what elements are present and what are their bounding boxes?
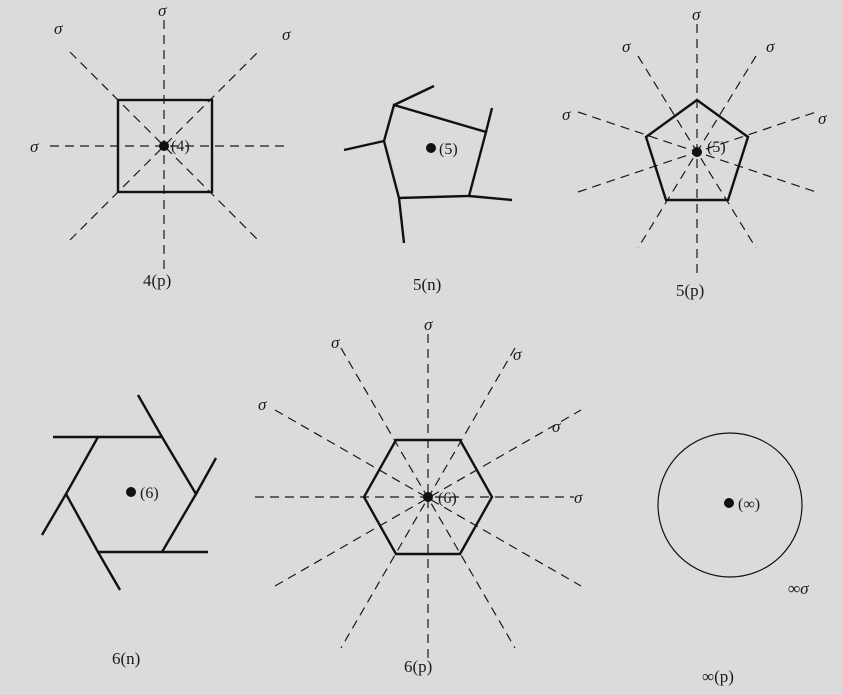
caption: 4(p) <box>143 271 171 290</box>
caption: ∞(p) <box>702 667 734 686</box>
pinwheel-arms <box>40 394 218 591</box>
rotation-axis-dot <box>159 141 169 151</box>
panel-hexagon-6p: (6) σ σ σ σ σ σ 6(p) <box>255 315 583 676</box>
sigma-label-right: σ <box>574 488 583 507</box>
rotation-axis-dot <box>426 143 436 153</box>
infinite-sigma-label: ∞σ <box>788 579 809 598</box>
sigma-label-left: σ <box>562 105 571 124</box>
caption: 5(p) <box>676 281 704 300</box>
order-label: (6) <box>438 490 457 507</box>
sigma-label-right: σ <box>818 109 827 128</box>
rotation-axis-dot <box>126 487 136 497</box>
mirror-lines <box>255 334 582 660</box>
caption: 6(p) <box>404 657 432 676</box>
sigma-label-top-right: σ <box>513 345 522 364</box>
rotation-axis-dot <box>692 147 702 157</box>
panel-square-4p: (4) σ σ σ σ 4(p) <box>30 1 291 290</box>
sigma-label-left-upper: σ <box>258 395 267 414</box>
order-label: (5) <box>439 141 458 158</box>
sigma-label-top-left: σ <box>54 19 63 38</box>
sigma-label-top-left: σ <box>622 37 631 56</box>
panel-circle-inf: (∞) ∞σ ∞(p) <box>657 432 809 686</box>
rotation-axis-dot <box>724 498 734 508</box>
sigma-label-top-right: σ <box>282 25 291 44</box>
rotation-axis-dot <box>423 492 433 502</box>
sigma-label-left: σ <box>30 137 39 156</box>
pentagon-outline <box>644 98 750 202</box>
circle-outline <box>657 432 803 578</box>
panel-pentagon-5n: (5) 5(n) <box>343 84 513 294</box>
mirror-lines <box>50 20 290 272</box>
sigma-label-right-upper: σ <box>552 417 561 436</box>
pentagon-outline <box>382 103 488 200</box>
sigma-label-top-left: σ <box>331 333 340 352</box>
sigma-label-top: σ <box>158 1 167 20</box>
panel-pentagon-5p: (5) σ σ σ σ σ 5(p) <box>562 5 827 300</box>
panel-hexagon-6n: (6) 6(n) <box>40 394 218 668</box>
caption: 5(n) <box>413 275 441 294</box>
order-label: (∞) <box>738 496 760 513</box>
order-label: (6) <box>140 485 159 502</box>
square-outline <box>116 98 214 194</box>
hexagon-outline <box>362 438 494 556</box>
caption: 6(n) <box>112 649 140 668</box>
sigma-label-top: σ <box>692 5 701 24</box>
sigma-label-top-right: σ <box>766 37 775 56</box>
order-label: (4) <box>171 138 190 155</box>
order-label: (5) <box>707 139 726 156</box>
pinwheel-arms <box>343 84 513 244</box>
sigma-label-top: σ <box>424 315 433 334</box>
